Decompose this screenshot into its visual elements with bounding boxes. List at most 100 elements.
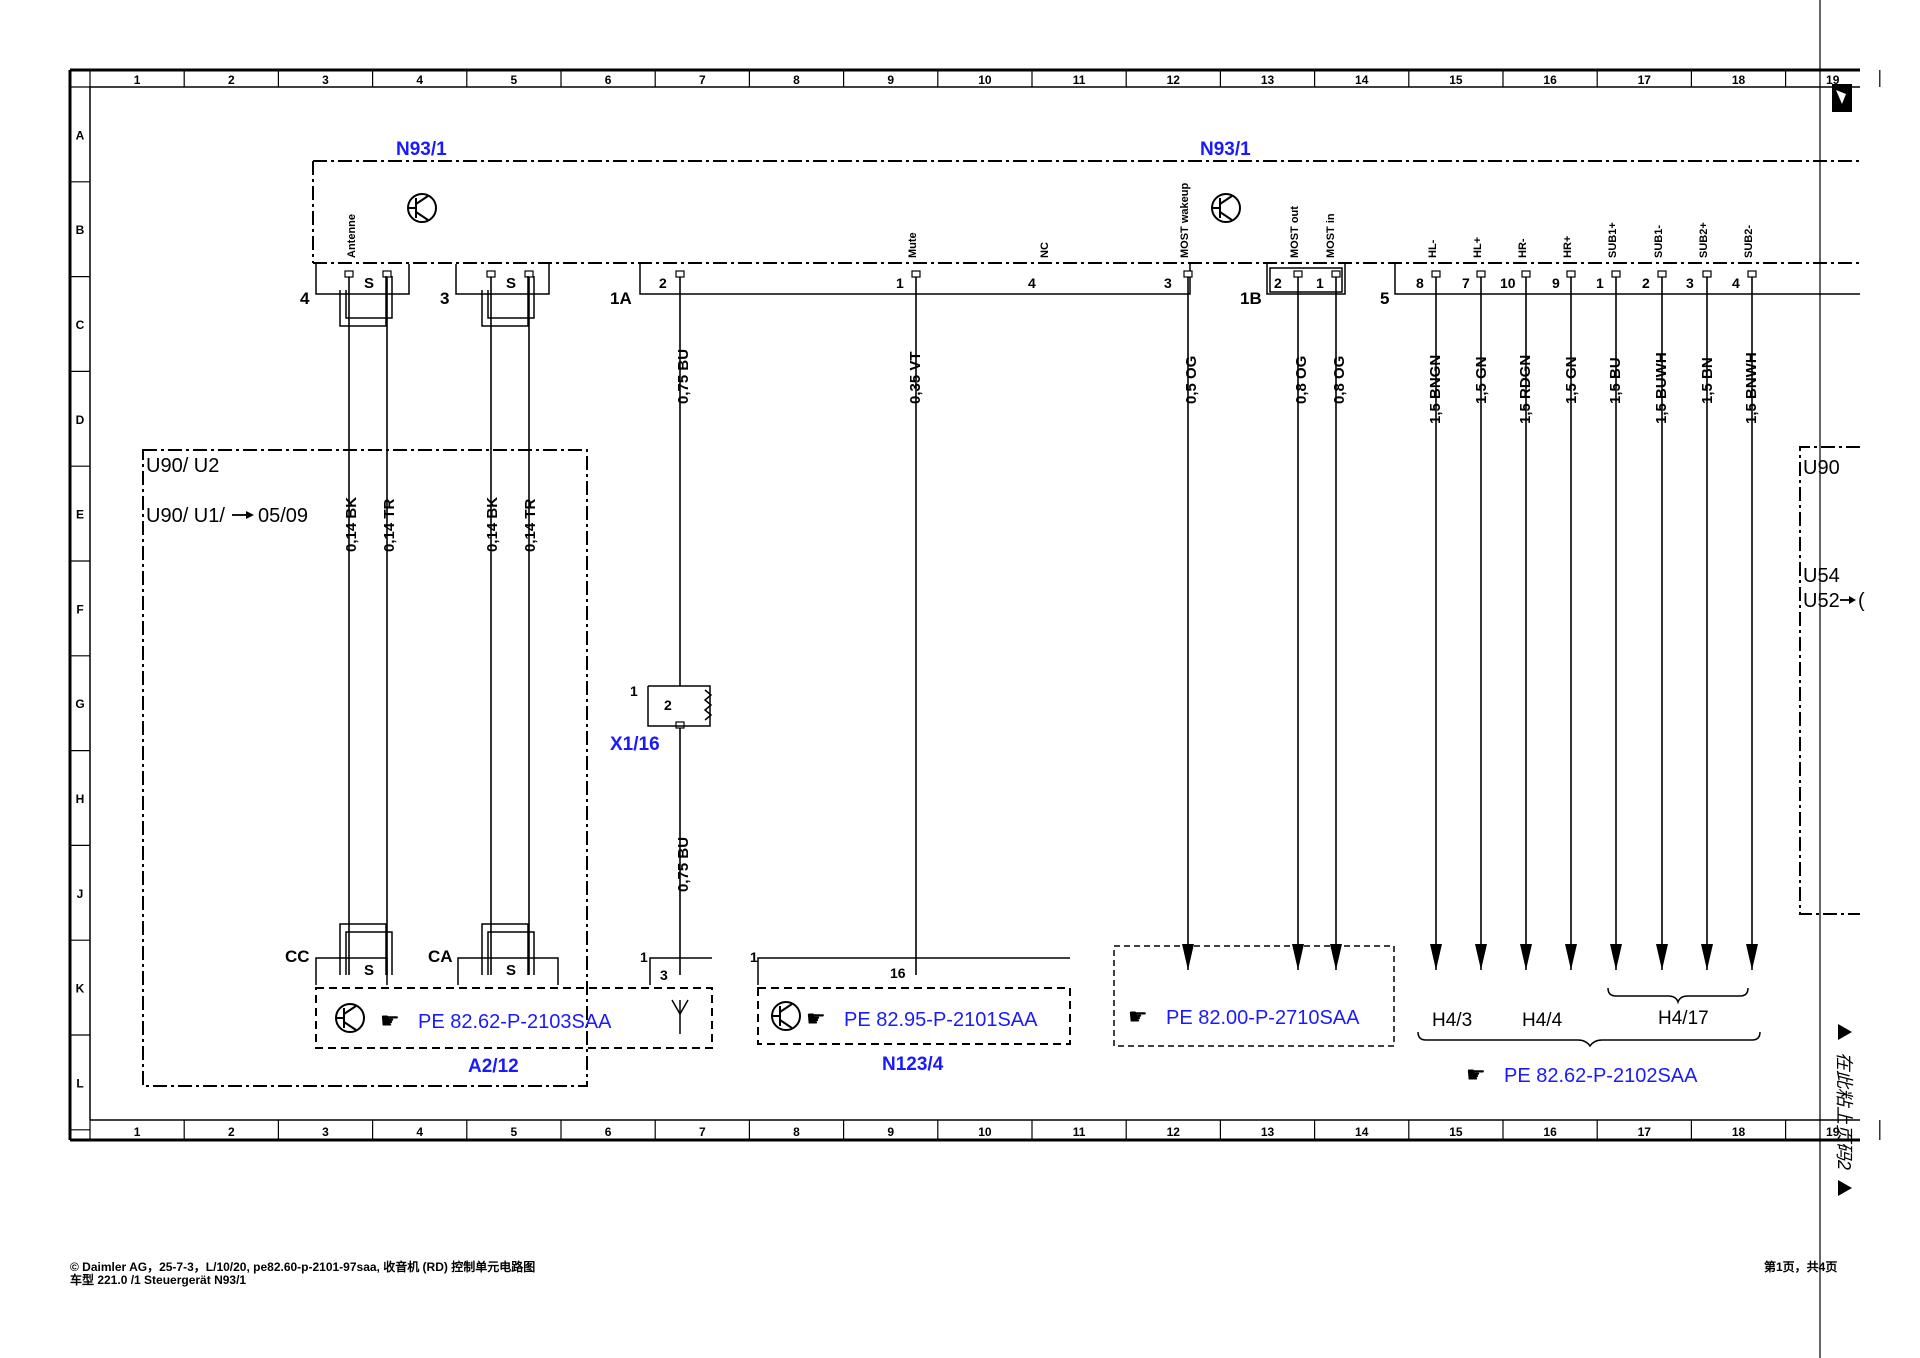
- arrow-right-icon: [232, 511, 254, 519]
- pin-terminal: [1521, 270, 1531, 278]
- pin-label: HR+: [1562, 236, 1574, 258]
- a2-12-boundary: [315, 987, 713, 1049]
- row-label: E: [76, 508, 84, 522]
- ref-pe-2103[interactable]: PE 82.62-P-2103SAA: [418, 1011, 612, 1033]
- pin-terminal: [382, 270, 392, 278]
- column-label: 5: [511, 1125, 518, 1139]
- connector-1a-label: 1A: [610, 289, 632, 308]
- pin-number: 7: [1462, 275, 1470, 291]
- row-label: L: [76, 1076, 83, 1090]
- diagram-frame: [68, 0, 1860, 1358]
- wire-label: 0,75 BU: [675, 837, 692, 892]
- pin-number: 1: [1316, 275, 1324, 291]
- u52-label: U52: [1803, 590, 1840, 612]
- u54-label: U54: [1803, 565, 1840, 587]
- column-label: 6: [605, 73, 612, 87]
- side-note-text: 在此粘上页码2: [1834, 1052, 1854, 1170]
- column-label: 17: [1638, 73, 1652, 87]
- u90-u2-boundary: [142, 449, 588, 1087]
- connector-3-label: 3: [440, 289, 449, 308]
- n93-1-label-left: N93/1: [396, 139, 447, 160]
- pin-terminal: [1566, 270, 1576, 278]
- wire-label: 0,14 TR: [522, 498, 539, 552]
- row-label: K: [76, 982, 85, 996]
- wire-arrow: [1430, 944, 1442, 970]
- column-label: 3: [322, 73, 329, 87]
- column-label: 14: [1355, 1125, 1369, 1139]
- pin-label: HL+: [1472, 237, 1484, 258]
- pin-label: MOST wakeup: [1179, 183, 1191, 258]
- footer-copyright: © Daimler AG，25-7-3，L/10/20, pe82.60-p-2…: [70, 1260, 536, 1274]
- x1-16-pin1: 1: [630, 683, 638, 699]
- wire-label: 0,14 BK: [343, 497, 360, 552]
- wire-label: 1,5 GN: [1473, 356, 1490, 404]
- pin-terminal: [1747, 270, 1757, 278]
- ref-pe-2710[interactable]: PE 82.00-P-2710SAA: [1166, 1007, 1360, 1029]
- n123-4-label: N123/4: [882, 1054, 944, 1075]
- n123-4-pin1: 1: [750, 949, 758, 965]
- column-ticks: [89, 70, 1881, 1140]
- wire-label: 0,14 TR: [381, 498, 398, 552]
- pin-terminal: [675, 721, 685, 729]
- column-label: 2: [228, 73, 235, 87]
- speaker-h4-3: H4/3: [1432, 1010, 1472, 1031]
- u90-right-label: U90: [1803, 457, 1840, 479]
- pin-terminal: [486, 270, 496, 278]
- pin-number: 3: [1164, 275, 1172, 291]
- column-label: 13: [1261, 73, 1275, 87]
- column-label: 4: [416, 1125, 423, 1139]
- pin-terminal: [1331, 270, 1341, 278]
- pin-terminal: [1702, 270, 1712, 278]
- connector-1b-label: 1B: [1240, 289, 1262, 308]
- wire-arrow: [1475, 944, 1487, 970]
- u90-right-boundary: [1799, 446, 1860, 915]
- shield-s: S: [506, 962, 516, 979]
- side-note: 在此粘上页码2: [1834, 1024, 1854, 1196]
- n123-4-pin16: 16: [890, 965, 906, 981]
- pin-labels: Antenne Mute NC MOST wakeup MOST out MOS…: [346, 183, 1755, 258]
- column-label: 7: [699, 1125, 706, 1139]
- pin-number: 4: [1732, 275, 1740, 291]
- footer-page: 第1页，共4页: [1764, 1260, 1838, 1274]
- n93-1-label-right: N93/1: [1200, 139, 1251, 160]
- control-unit-icon: [335, 1003, 365, 1033]
- shield-s: S: [506, 275, 516, 292]
- x1-16-pin2: 2: [664, 697, 672, 713]
- pin-number: 1: [1596, 275, 1604, 291]
- wire-arrow: [1565, 944, 1577, 970]
- wire-label: 1,5 GN: [1563, 356, 1580, 404]
- pin-terminal: [1293, 270, 1303, 278]
- connector-5-label: 5: [1380, 289, 1389, 308]
- column-label: 9: [887, 1125, 894, 1139]
- ref-pe-2101[interactable]: PE 82.95-P-2101SAA: [844, 1009, 1038, 1031]
- pin-terminal: [344, 270, 354, 278]
- pin-terminal: [1476, 270, 1486, 278]
- connector-housings: [315, 264, 1860, 295]
- wire-label: 1,5 RDGN: [1517, 355, 1534, 424]
- ref-pe-2102[interactable]: PE 82.62-P-2102SAA: [1504, 1065, 1698, 1087]
- arrow-right-icon: [1840, 596, 1856, 604]
- u90-u1-ref-label: U90/ U1/: [146, 505, 225, 527]
- wire-arrow: [1520, 944, 1532, 970]
- pin-label: MOST out: [1289, 206, 1301, 258]
- column-label: 13: [1261, 1125, 1275, 1139]
- wire-label: 1,5 BU: [1607, 357, 1624, 404]
- wire-label: 0,14 BK: [484, 497, 501, 552]
- hand-pointer-icon: ☛: [1466, 1062, 1486, 1087]
- pin-number: 9: [1552, 275, 1560, 291]
- bottom-connector-housings: [315, 957, 1070, 985]
- wire-arrow: [1610, 944, 1622, 970]
- column-label: 12: [1167, 1125, 1181, 1139]
- row-ticks: [70, 86, 90, 1131]
- wire-label: 0,75 BU: [675, 349, 692, 404]
- antenna-icon: [671, 999, 689, 1034]
- speaker-braces: [1417, 987, 1761, 1048]
- x1-16-label: X1/16: [610, 734, 660, 755]
- pin-number: 2: [1642, 275, 1650, 291]
- column-label: 11: [1073, 73, 1086, 87]
- control-unit-icon: [771, 1001, 801, 1031]
- pin-terminal: [675, 270, 685, 278]
